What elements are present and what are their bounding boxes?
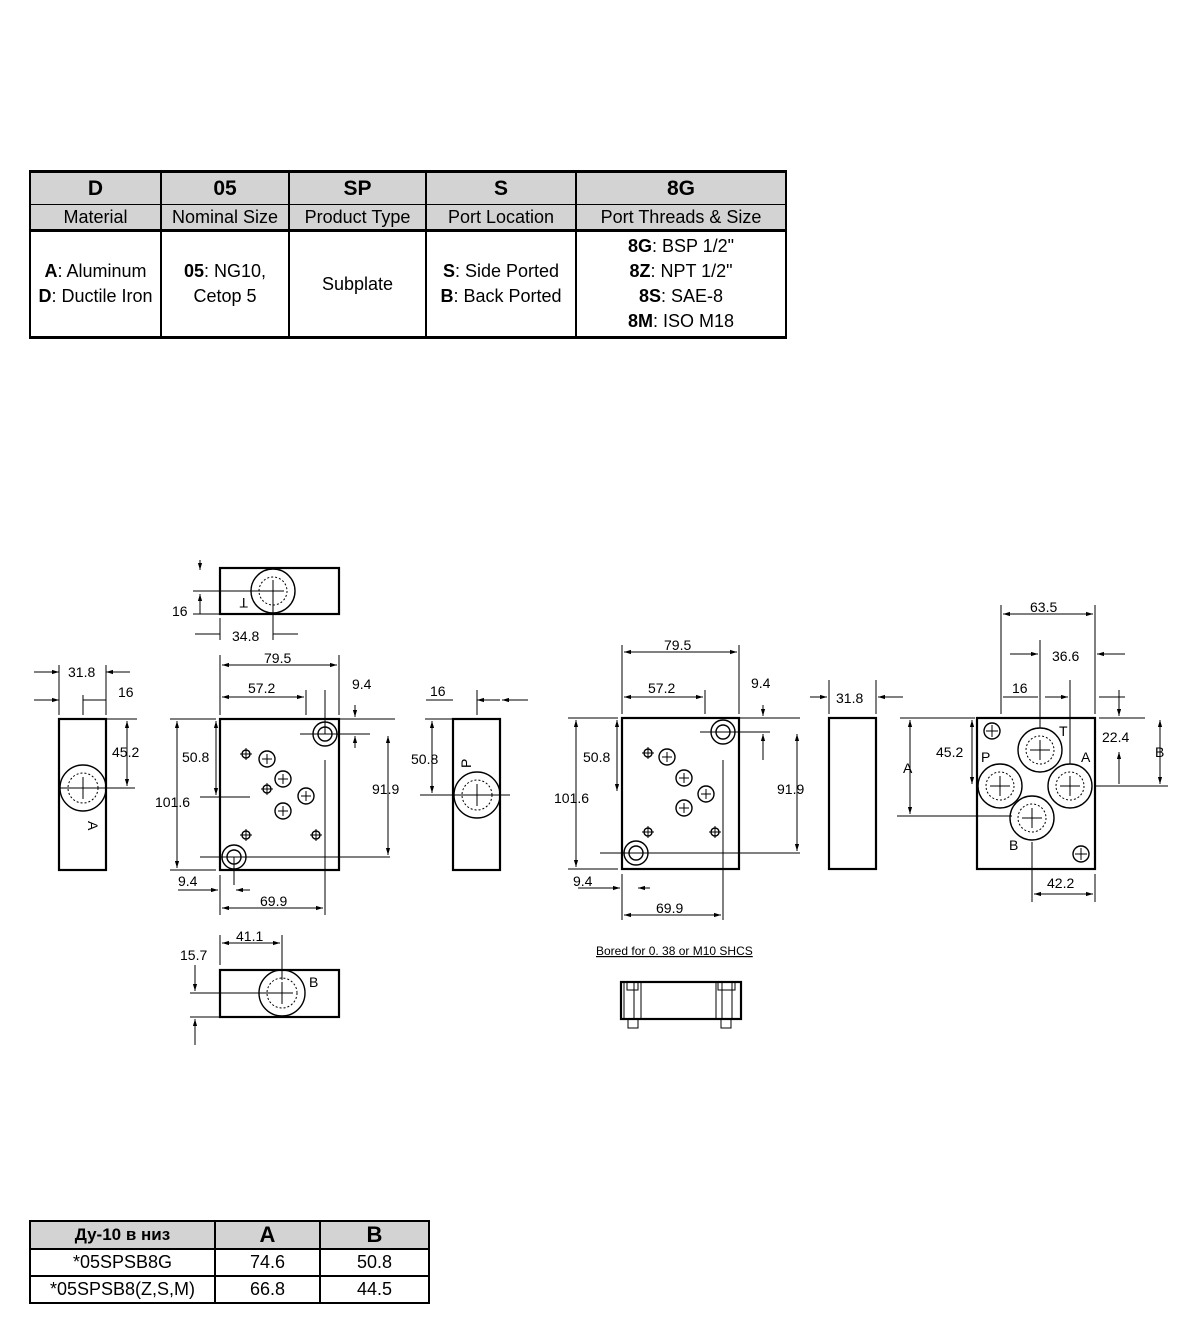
dim-text: B	[1155, 744, 1164, 760]
dim-text: 50.8	[411, 751, 438, 767]
header-a: A	[214, 1220, 321, 1250]
code-row: D 05 SP S 8G	[29, 170, 787, 205]
dim-text: 16	[1012, 680, 1028, 696]
dim-text: 41.1	[236, 928, 263, 944]
dim-text: 16	[172, 603, 188, 619]
table-row: *05SPSB8(Z,S,M) 66.8 44.5	[29, 1275, 430, 1304]
cell-a: 74.6	[214, 1248, 321, 1277]
back-plan-view: P T A B 63.5 36.6 16 22.4 B A 45.2	[897, 599, 1168, 902]
cell-b: 50.8	[319, 1248, 430, 1277]
dim-text: 91.9	[777, 781, 804, 797]
options-port-location: S: Side Ported B: Back Ported	[425, 230, 577, 339]
label-port-location: Port Location	[425, 204, 577, 232]
left-side-view: 31.8 16 45.2 A	[34, 664, 139, 872]
label-product-type: Product Type	[288, 204, 427, 232]
back-port-B: B	[1009, 837, 1018, 853]
back-port-A: A	[1081, 749, 1091, 765]
dim-text: 91.9	[372, 781, 399, 797]
dim-text: 57.2	[648, 680, 675, 696]
dim-text: 34.8	[232, 628, 259, 644]
options-product-type: Subplate	[288, 230, 427, 339]
dim-text: 57.2	[248, 680, 275, 696]
dim-text: 9.4	[751, 675, 771, 691]
options-nominal-size: 05: NG10, Cetop 5	[160, 230, 290, 339]
port-label-P: P	[458, 759, 474, 768]
dim-text: 79.5	[664, 637, 691, 653]
option-line: 8S: SAE-8	[638, 286, 724, 306]
top-view: 16 34.8 T	[172, 560, 341, 644]
dim-text: 9.4	[178, 873, 198, 889]
header-model: Ду-10 в низ	[29, 1220, 216, 1250]
bored-section: Bored for 0. 38 or M10 SHCS	[596, 944, 753, 1029]
bottom-view: 41.1 15.7 B	[180, 928, 341, 1045]
right-side-view: 31.8	[810, 680, 903, 871]
option-line: Cetop 5	[193, 286, 257, 306]
back-port-P: P	[981, 749, 990, 765]
port-size-table: Ду-10 в низ A B *05SPSB8G 74.6 50.8 *05S…	[29, 1220, 430, 1304]
port-label-A: A	[85, 821, 101, 831]
port-label-T: T	[239, 595, 248, 611]
dim-text: 101.6	[155, 794, 190, 810]
table-row: *05SPSB8G 74.6 50.8	[29, 1248, 430, 1277]
cell-a: 66.8	[214, 1275, 321, 1304]
options-row: A: Aluminum D: Ductile Iron 05: NG10, Ce…	[29, 230, 787, 339]
cell-model: *05SPSB8G	[29, 1248, 216, 1277]
option-line: D: Ductile Iron	[38, 286, 153, 306]
options-material: A: Aluminum D: Ductile Iron	[29, 230, 162, 339]
bored-note: Bored for 0. 38 or M10 SHCS	[596, 944, 753, 958]
dim-text: 9.4	[573, 873, 593, 889]
code-product-type: SP	[288, 170, 427, 205]
dim-text: 63.5	[1030, 599, 1057, 615]
option-line: 8G: BSP 1/2"	[627, 236, 735, 256]
option-line: A: Aluminum	[44, 261, 147, 281]
cell-b: 44.5	[319, 1275, 430, 1304]
dim-text: 50.8	[182, 749, 209, 765]
center-plan-view: 79.5 57.2 9.4 101.6 50.8 91.9 9.4 69.9	[554, 637, 804, 920]
dim-text: 50.8	[583, 749, 610, 765]
dim-text: 16	[430, 683, 446, 699]
option-line: B: Back Ported	[440, 286, 562, 306]
ordering-code-table: D 05 SP S 8G Material Nominal Size Produ…	[29, 170, 787, 339]
option-line: S: Side Ported	[442, 261, 560, 281]
dim-text: 31.8	[68, 664, 95, 680]
option-line: Subplate	[321, 273, 394, 294]
small-holes	[240, 748, 322, 841]
side-view-p: 16 50.8 P	[411, 683, 528, 872]
option-line: 8M: ISO M18	[627, 311, 735, 331]
dim-text: 15.7	[180, 947, 207, 963]
dim-text: 42.2	[1047, 875, 1074, 891]
label-nominal-size: Nominal Size	[160, 204, 290, 232]
dim-text: 16	[118, 684, 134, 700]
dim-text: 69.9	[260, 893, 287, 909]
code-port-threads: 8G	[575, 170, 787, 205]
dim-text: 31.8	[836, 690, 863, 706]
label-port-threads: Port Threads & Size	[575, 204, 787, 232]
dim-text: A	[903, 760, 913, 776]
label-row: Material Nominal Size Product Type Port …	[29, 204, 787, 232]
option-line: 8Z: NPT 1/2"	[629, 261, 733, 281]
options-port-threads: 8G: BSP 1/2" 8Z: NPT 1/2" 8S: SAE-8 8M: …	[575, 230, 787, 339]
dim-text: 22.4	[1102, 729, 1129, 745]
dim-text: 69.9	[656, 900, 683, 916]
dim-text: 9.4	[352, 676, 372, 692]
code-nominal-size: 05	[160, 170, 290, 205]
dim-text: 79.5	[264, 650, 291, 666]
back-port-T: T	[1059, 723, 1068, 739]
main-plan-view: 79.5 57.2 9.4 101.6 50.8 91.9 9.4 69.9	[155, 650, 399, 915]
code-port-location: S	[425, 170, 577, 205]
code-material: D	[29, 170, 162, 205]
dim-text: 101.6	[554, 790, 589, 806]
dim-text: 45.2	[936, 744, 963, 760]
dim-text: 45.2	[112, 744, 139, 760]
port-label-B: B	[309, 974, 318, 990]
dim-text: 36.6	[1052, 648, 1079, 664]
option-line: 05: NG10,	[183, 261, 267, 281]
cell-model: *05SPSB8(Z,S,M)	[29, 1275, 216, 1304]
label-material: Material	[29, 204, 162, 232]
size-table-header: Ду-10 в низ A B	[29, 1220, 430, 1250]
header-b: B	[319, 1220, 430, 1250]
